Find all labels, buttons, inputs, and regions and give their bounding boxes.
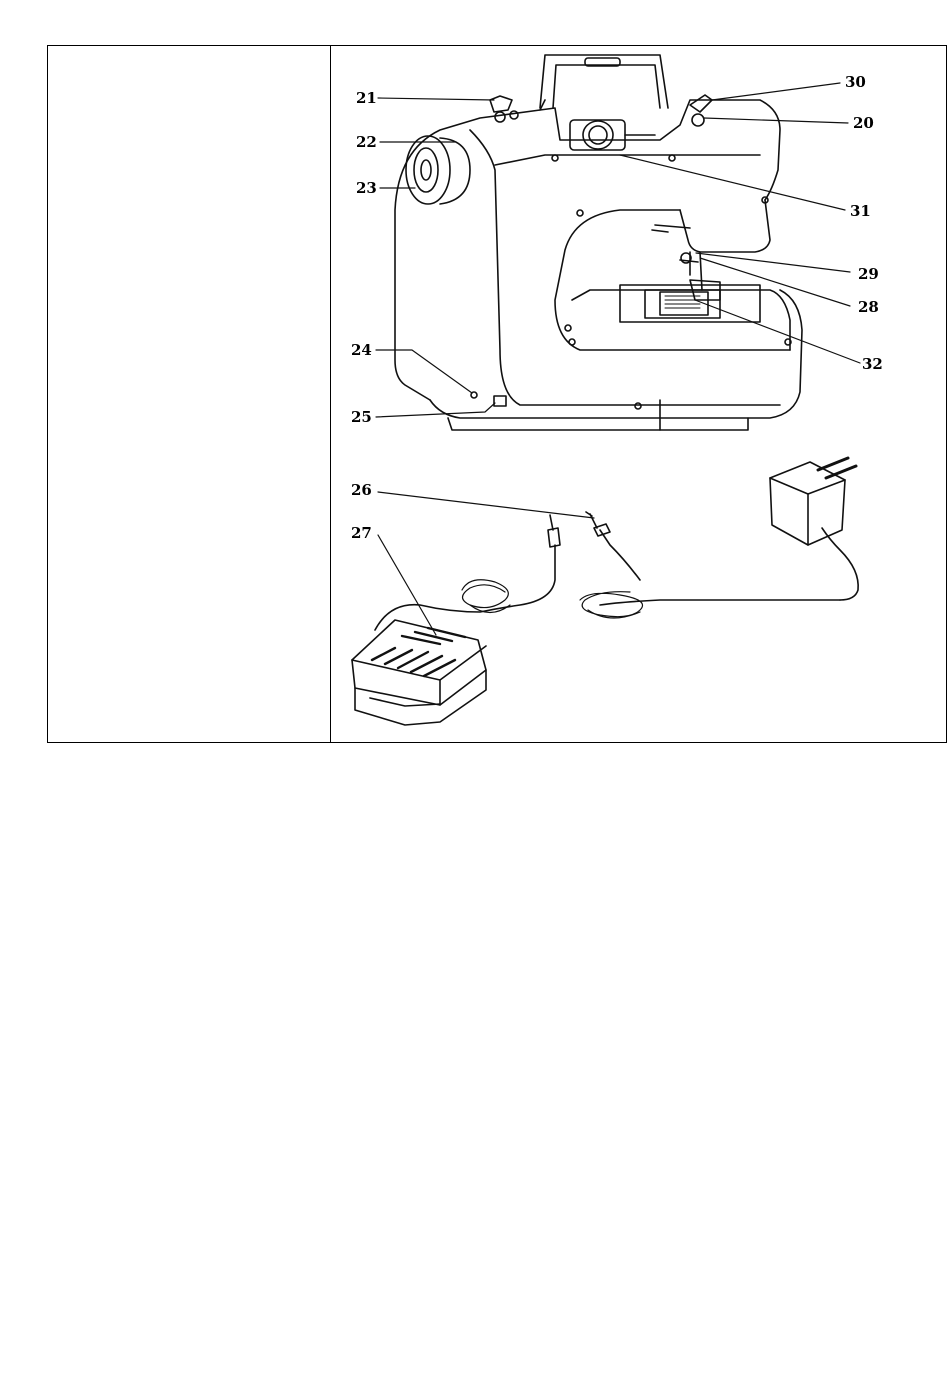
callout-label: 31: [850, 202, 871, 220]
callout-label: 27: [351, 524, 372, 542]
power-cord-illustration: [580, 512, 840, 618]
callout-label: 30: [845, 73, 866, 91]
callout-label: 24: [351, 341, 372, 359]
foot-pedal-illustration: [352, 515, 560, 725]
callout-label: 20: [853, 114, 874, 132]
callout-label: 29: [858, 265, 879, 283]
callout-label: 26: [351, 481, 372, 499]
callout-label: 23: [356, 179, 377, 197]
callout-label: 22: [356, 133, 377, 151]
power-adapter-illustration: [770, 458, 858, 600]
callout-label: 25: [351, 408, 372, 426]
callout-label: 32: [862, 355, 883, 373]
callout-label: 21: [356, 89, 377, 107]
sewing-machine-illustration: [395, 55, 802, 430]
callout-label: 28: [858, 298, 879, 316]
